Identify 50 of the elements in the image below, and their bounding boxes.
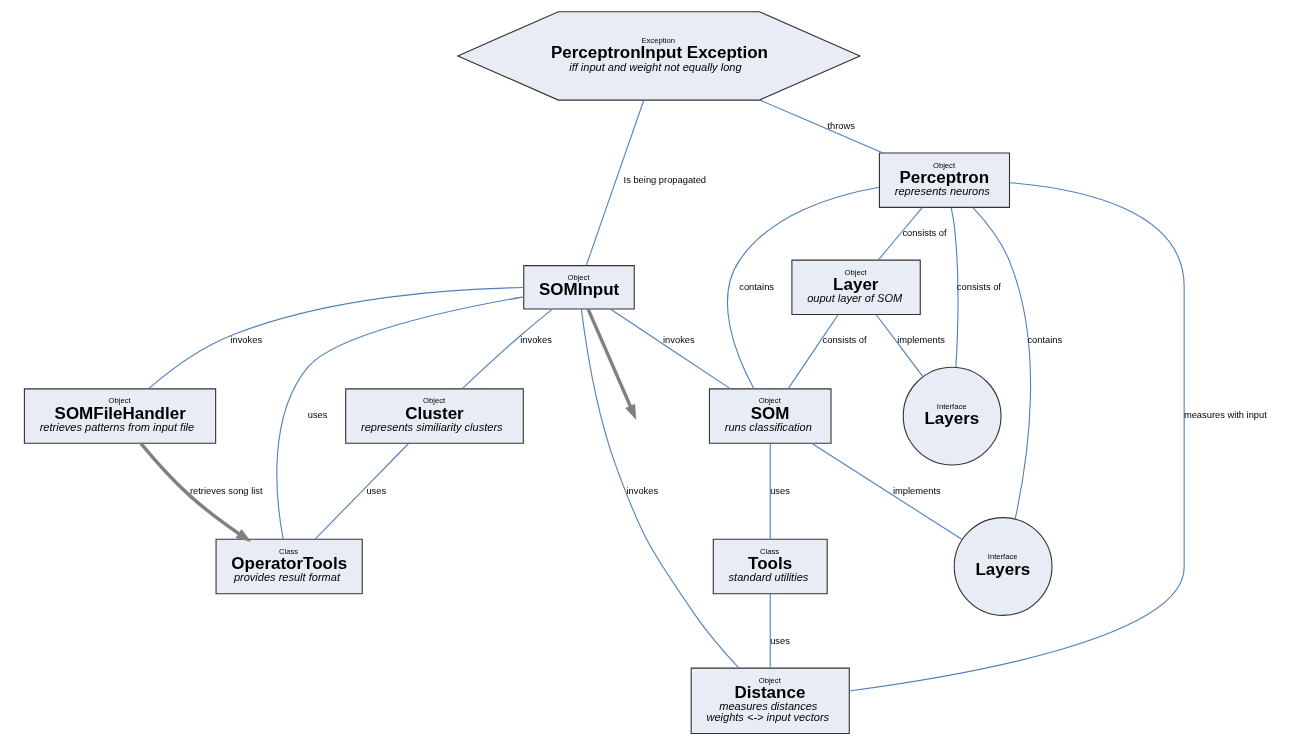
node-box: Class OperatorTools provides result format	[215, 538, 363, 595]
edge-label: implements	[897, 335, 945, 346]
arrow	[586, 308, 637, 420]
edge-label: invokes	[626, 485, 659, 496]
edge-label: uses	[770, 636, 790, 647]
connector	[875, 314, 924, 378]
edge-label: consists of	[902, 228, 947, 239]
connector	[276, 296, 525, 540]
edge-label: contains	[1027, 335, 1063, 346]
edge-label: measures with input	[1183, 410, 1267, 421]
edge-label: invokes	[663, 335, 695, 346]
node-circle: Interface Layers	[902, 366, 1002, 466]
edge-label: Is being propagated	[623, 174, 707, 185]
node-box: Object SOM runs classification	[708, 388, 832, 444]
node-box: Object Layer ouput layer of SOM	[791, 259, 921, 316]
node-circle: Interface Layers	[953, 517, 1053, 616]
connector	[877, 207, 923, 261]
connector	[147, 287, 525, 390]
edge-label: uses	[307, 410, 328, 421]
connector	[585, 99, 645, 267]
edge-label: uses	[770, 485, 790, 496]
edge-label: consists of	[822, 335, 867, 346]
connector	[461, 308, 553, 390]
node-box: Class Tools standard utilities	[712, 538, 828, 595]
connector	[759, 99, 884, 154]
connector	[972, 207, 1031, 520]
edge-label: contains	[739, 281, 775, 292]
edge-label: uses	[366, 485, 387, 496]
connector	[811, 442, 963, 541]
node-box: Object SOMFileHandler retrieves patterns from input file	[23, 388, 217, 444]
edge-label: consists of	[956, 281, 1001, 292]
edge-label: implements	[892, 485, 941, 496]
connector	[950, 207, 959, 368]
connector	[580, 308, 740, 669]
connector	[787, 314, 839, 390]
edge-label: throws	[827, 121, 855, 132]
connector	[769, 442, 771, 540]
node-box: Object Distance measures distances weights <-> input vectors	[690, 667, 850, 735]
edge-label: retrieves song list	[189, 485, 263, 496]
connector	[609, 308, 732, 390]
node-box: Object Perceptron represents neurons	[878, 152, 1011, 208]
connector	[314, 442, 410, 540]
arrow	[139, 442, 252, 543]
node-box: Object Cluster represents similiarity clusters	[345, 388, 524, 444]
connector	[726, 186, 880, 390]
node-box: Object SOMInput	[523, 265, 635, 310]
edge-label: invokes	[520, 335, 552, 346]
connector	[769, 593, 771, 669]
edge-label: invokes	[230, 335, 263, 346]
connector	[848, 182, 1185, 692]
